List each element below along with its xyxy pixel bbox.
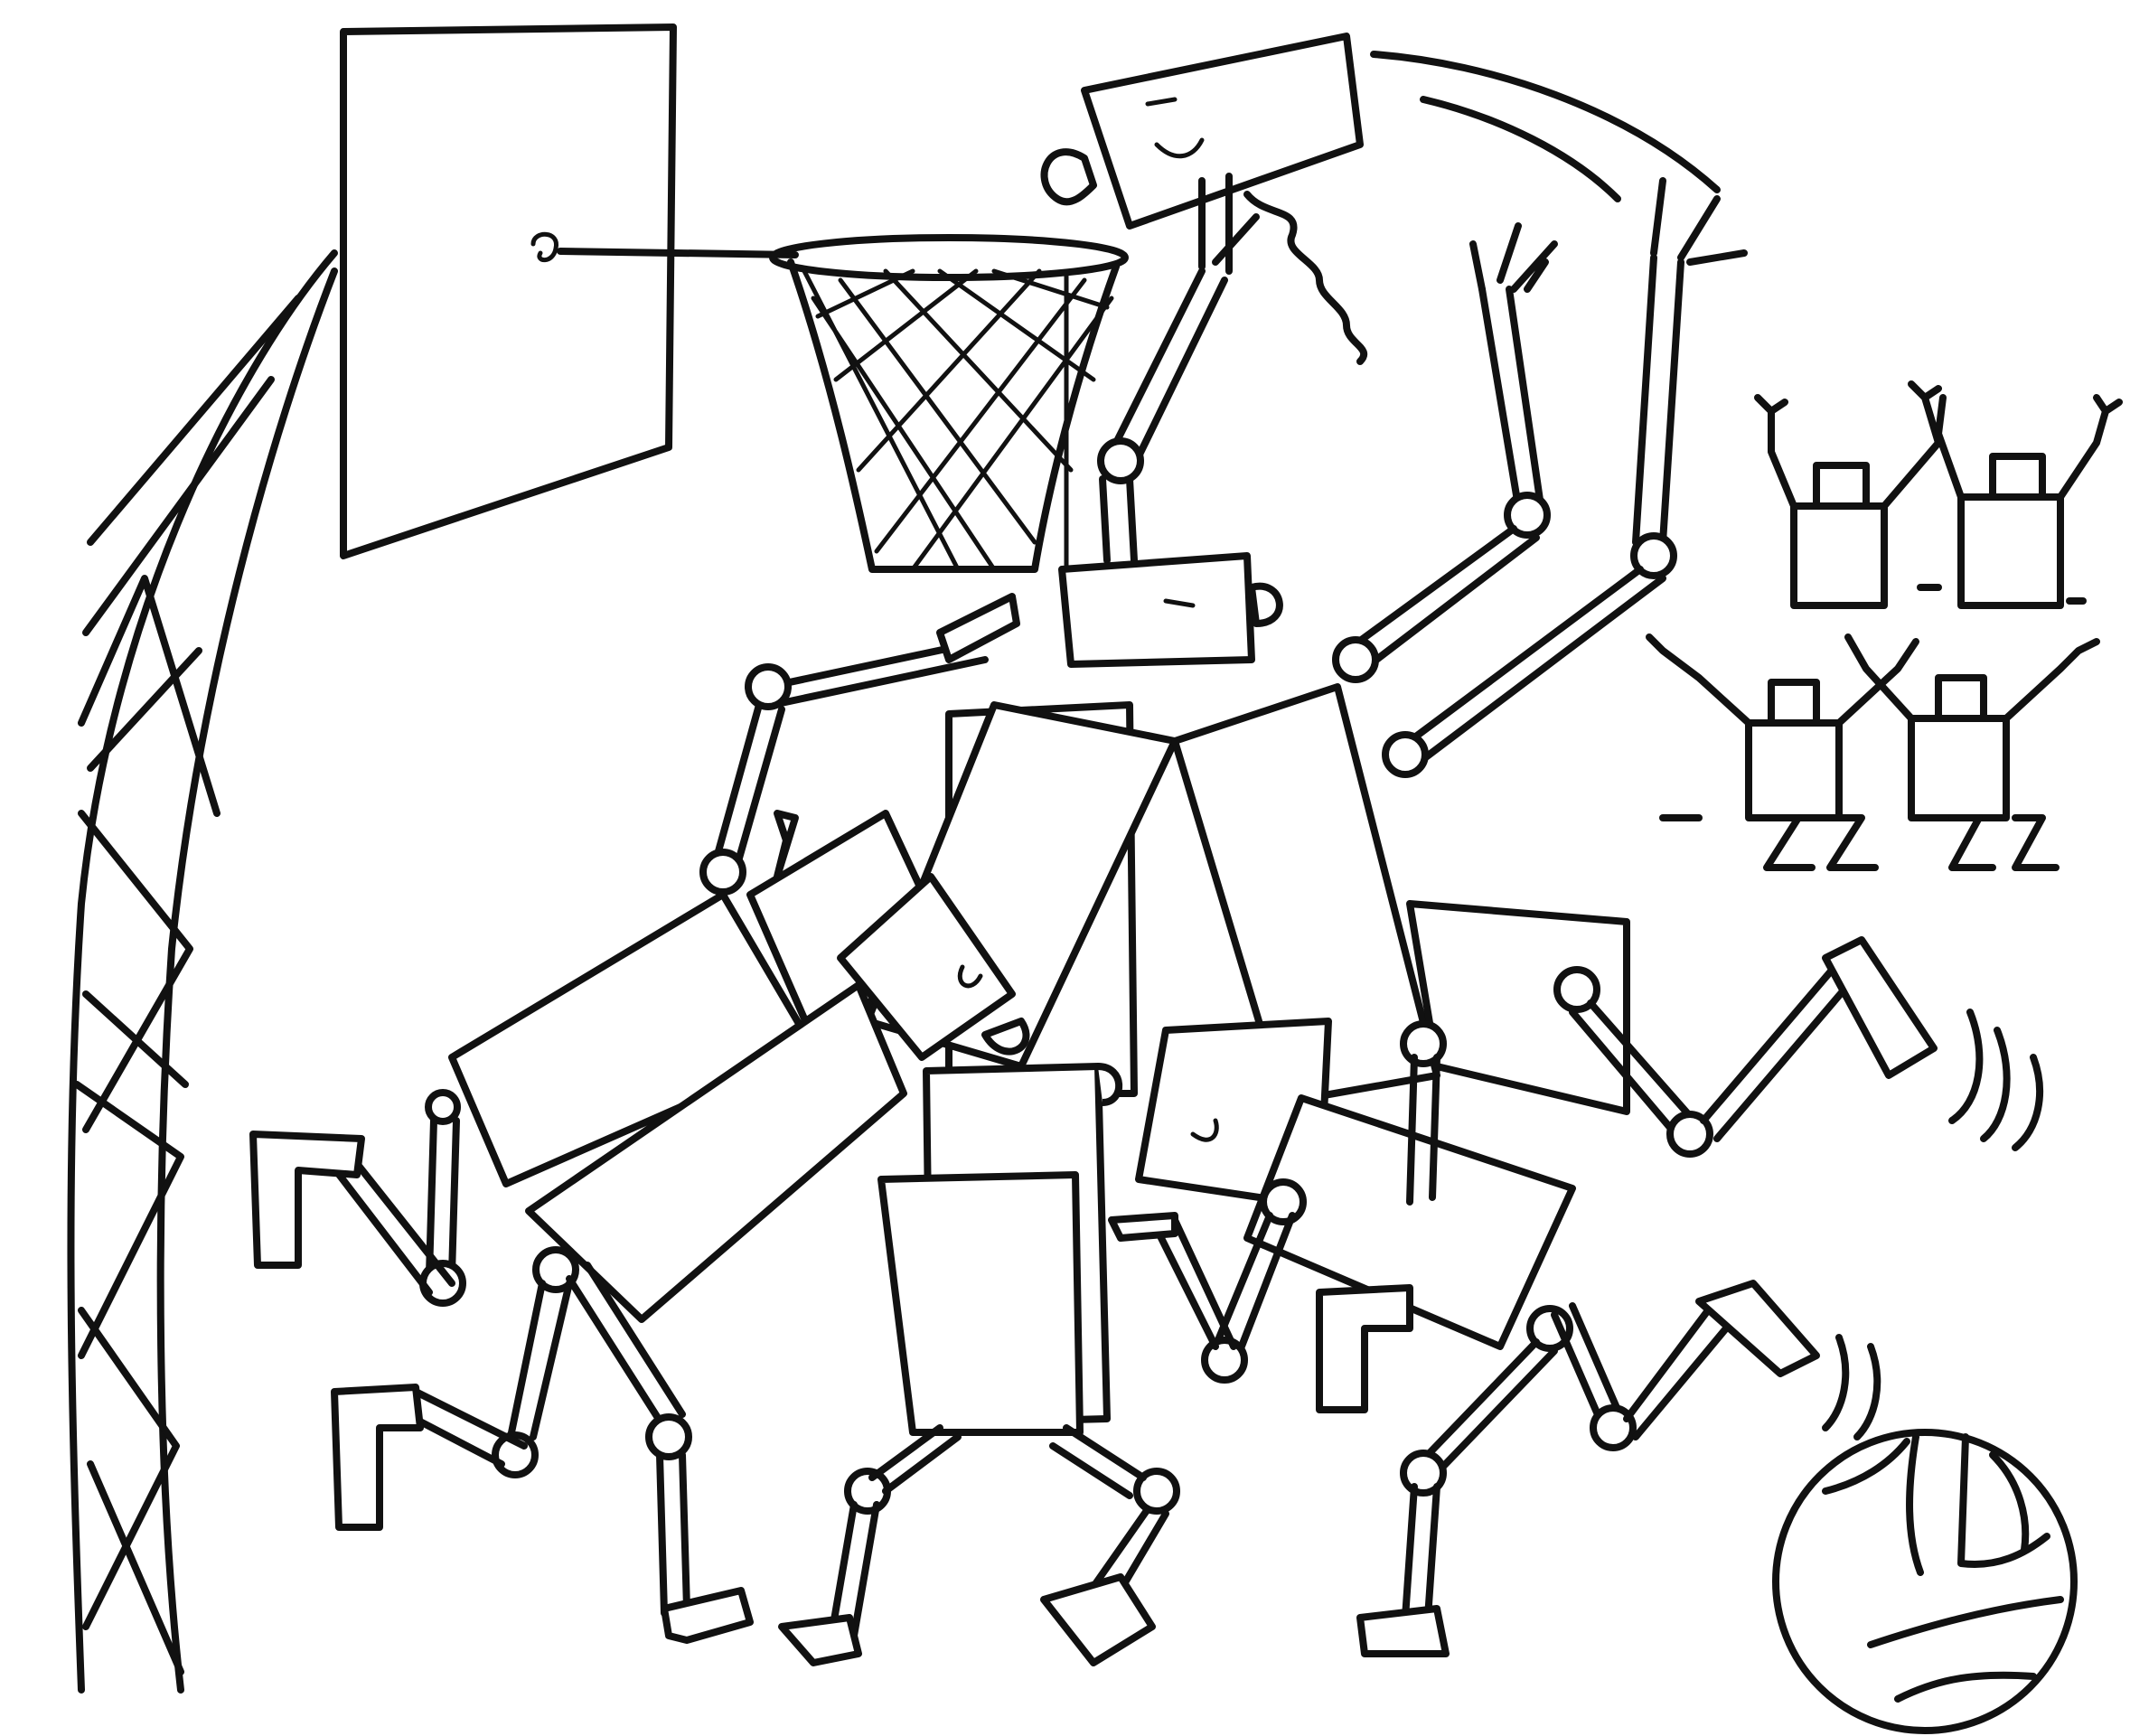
motion-lines-icon xyxy=(1822,1009,2043,1440)
robot-player-icon xyxy=(1108,900,1820,1657)
robot-player-icon xyxy=(1040,33,1368,365)
robot-player-icon xyxy=(331,1246,754,1644)
hoop-net-icon xyxy=(769,234,1129,573)
support-pole-icon xyxy=(67,249,338,1694)
robot-player-icon xyxy=(249,810,1030,1323)
robot-player-icon xyxy=(778,1063,1180,1666)
basketball-icon xyxy=(1772,1429,2078,1734)
motion-lines-icon xyxy=(1370,51,1721,202)
backboard-icon xyxy=(340,23,799,559)
robot-player-icon xyxy=(1553,936,1938,1158)
mini-figures-icon xyxy=(1646,380,2123,871)
